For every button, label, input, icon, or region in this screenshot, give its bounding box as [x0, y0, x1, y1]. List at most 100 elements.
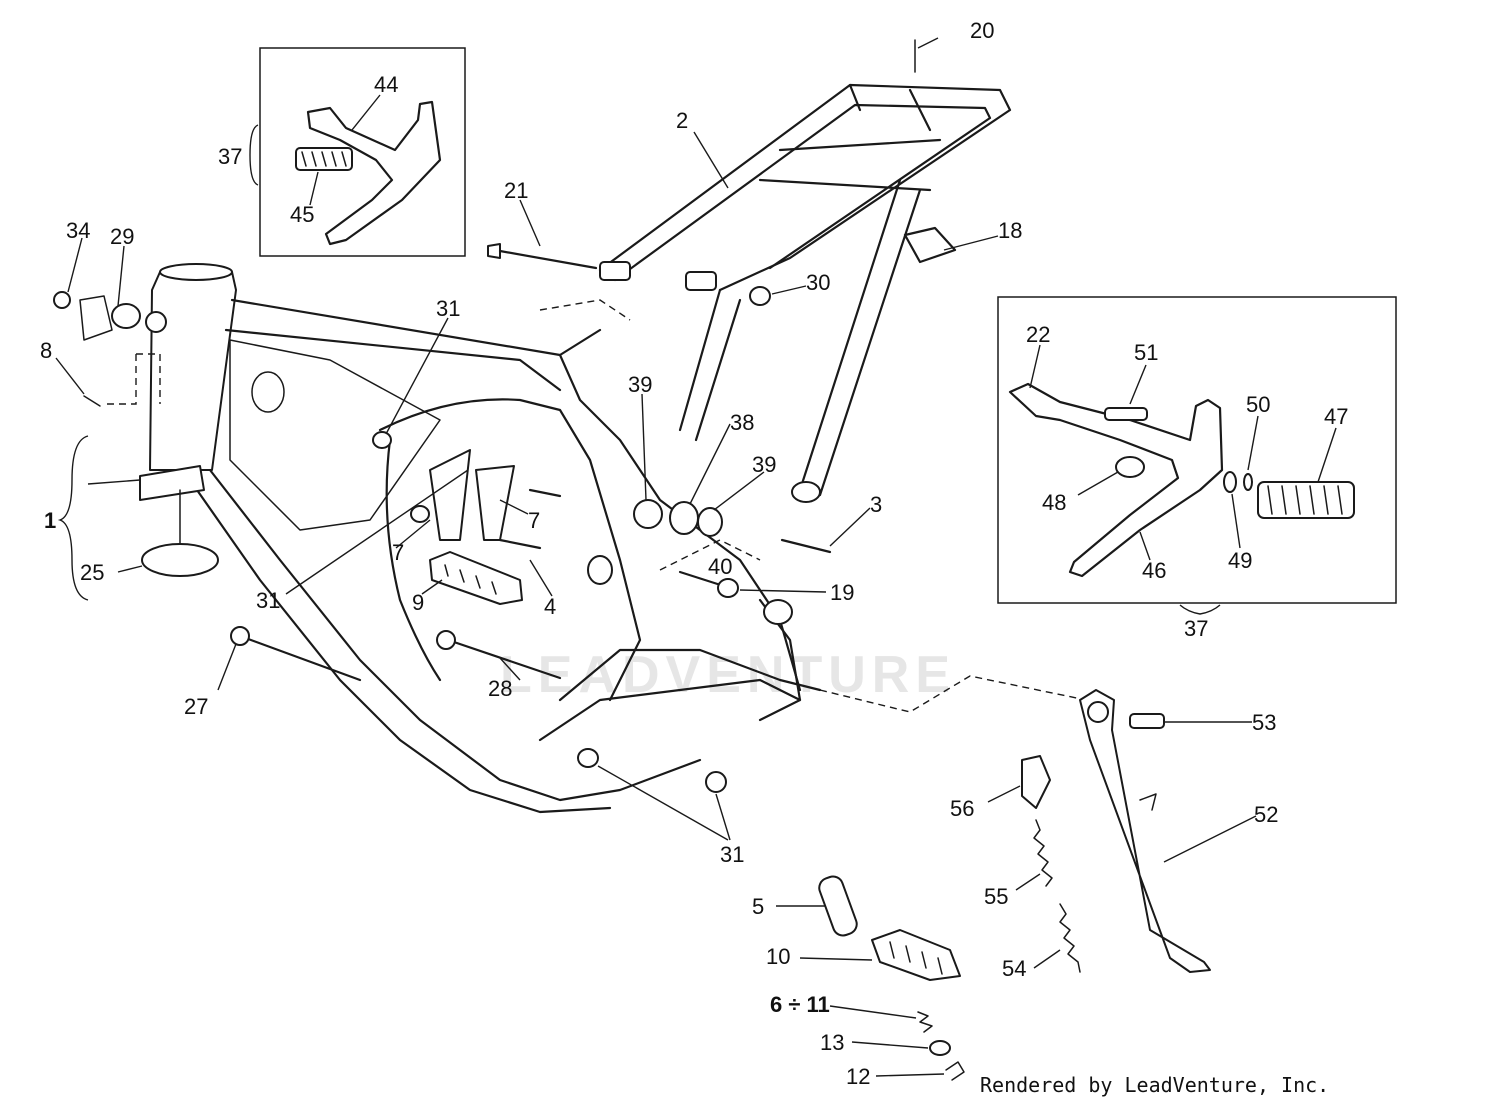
callout-1: 1 — [44, 508, 56, 533]
callout-34: 34 — [66, 218, 90, 243]
callout-25: 25 — [80, 560, 104, 585]
leader-56 — [987, 785, 1021, 803]
brace-1 — [57, 435, 89, 601]
subframe-upper-rail-inner — [613, 103, 992, 282]
leader-2 — [693, 131, 729, 189]
callout-38: 38 — [730, 410, 754, 435]
callout-6-11: 6 ÷ 11 — [770, 992, 830, 1017]
callout-54: 54 — [1002, 956, 1026, 981]
leader-34 — [67, 237, 83, 293]
bolt-28 — [446, 638, 562, 680]
bushing-38 — [669, 501, 699, 535]
leader-55 — [1015, 873, 1041, 891]
leader-54 — [1033, 949, 1061, 969]
spring-11 — [917, 1011, 933, 1033]
callout-30: 30 — [806, 270, 830, 295]
callout-2: 2 — [676, 108, 688, 133]
callout-19: 19 — [830, 580, 854, 605]
leader-44 — [351, 94, 381, 131]
callout-52: 52 — [1254, 802, 1278, 827]
right-peg-teeth — [1267, 485, 1343, 515]
spring-55 — [1033, 819, 1053, 887]
frame-down-tube-outer — [188, 478, 612, 814]
leader-22 — [1029, 344, 1041, 389]
bracket-29 — [79, 295, 113, 341]
callout-5: 5 — [752, 894, 764, 919]
engine-bracket-right — [475, 465, 515, 541]
callout-22: 22 — [1026, 322, 1050, 347]
leader-49 — [1231, 493, 1241, 549]
subframe-bushing-right — [685, 271, 717, 291]
subframe-lower-stay-left — [678, 288, 742, 442]
callout-47: 47 — [1324, 404, 1348, 429]
side-stand — [987, 689, 1257, 973]
bushing-39a — [633, 499, 663, 529]
callout-44: 44 — [374, 72, 398, 97]
leader-18 — [943, 235, 999, 251]
subframe-mount-18 — [903, 226, 957, 264]
engine-bracket-left — [429, 449, 471, 541]
pivot-hole — [587, 555, 613, 585]
brace-37a — [249, 124, 259, 186]
brace-37b — [1179, 604, 1221, 615]
callout-56: 56 — [950, 796, 974, 821]
frame-down-tube — [208, 468, 702, 802]
callout-8: 8 — [40, 338, 52, 363]
nut-19 — [717, 578, 739, 598]
steering-head-tube — [149, 271, 237, 471]
callout-12: 12 — [846, 1064, 870, 1089]
head-tube-top — [159, 263, 233, 281]
leader-48 — [1077, 471, 1119, 496]
callout-4: 4 — [544, 594, 556, 619]
dashed-subframe-guide — [539, 299, 631, 321]
callout-45: 45 — [290, 202, 314, 227]
callout-21: 21 — [504, 178, 528, 203]
callout-3: 3 — [870, 492, 882, 517]
gusset-hole — [251, 371, 285, 413]
callout-50: 50 — [1246, 392, 1270, 417]
bolt-27-head — [230, 626, 250, 646]
bolt-7 — [528, 488, 562, 498]
leader-50 — [1247, 415, 1259, 471]
callout-9: 9 — [412, 590, 424, 615]
leader-611 — [829, 1005, 917, 1019]
callout-53: 53 — [1252, 710, 1276, 735]
leader-13 — [851, 1041, 929, 1049]
frame-bottom-cross-2 — [538, 678, 802, 742]
bolt-3 — [780, 538, 832, 554]
leader-10 — [799, 957, 873, 961]
nut-31-bottom — [577, 748, 599, 768]
leader-9 — [421, 579, 443, 595]
frame-top-spar-inner — [224, 328, 562, 392]
callout-37-right: 37 — [1184, 616, 1208, 641]
leader-39a — [641, 393, 647, 501]
callout-31-upper: 31 — [436, 296, 460, 321]
callout-46: 46 — [1142, 558, 1166, 583]
callout-40: 40 — [708, 554, 732, 579]
callout-13: 13 — [820, 1030, 844, 1055]
footrest-10 — [871, 929, 961, 981]
rubber-25 — [141, 543, 219, 577]
frame-top-spar — [230, 298, 602, 357]
subframe-upper-rail — [598, 83, 1012, 292]
spring-54 — [1059, 903, 1081, 973]
credit-text: Rendered by LeadVenture, Inc. — [980, 1073, 1329, 1097]
main-frame — [53, 263, 1097, 814]
pin-50 — [1243, 473, 1253, 491]
bolt-21-shaft — [498, 249, 598, 270]
rear-footrest-bracket-right — [1008, 382, 1224, 578]
leader-46 — [1139, 531, 1151, 561]
footrest-9-teeth — [444, 564, 497, 595]
frame-cradle-front — [385, 438, 442, 682]
callout-7-right: 7 — [528, 508, 540, 533]
bolt-51 — [1104, 407, 1148, 421]
inset-box-top — [259, 47, 466, 257]
bushing-39b — [697, 507, 723, 537]
nut-31-left — [410, 505, 430, 523]
steering-stop-plate — [139, 465, 205, 501]
rear-pivot-hole — [763, 599, 793, 625]
leader-19 — [739, 589, 827, 593]
cotter-pin-12 — [945, 1061, 965, 1081]
callout-28: 28 — [488, 676, 512, 701]
damper-29 — [111, 303, 141, 329]
